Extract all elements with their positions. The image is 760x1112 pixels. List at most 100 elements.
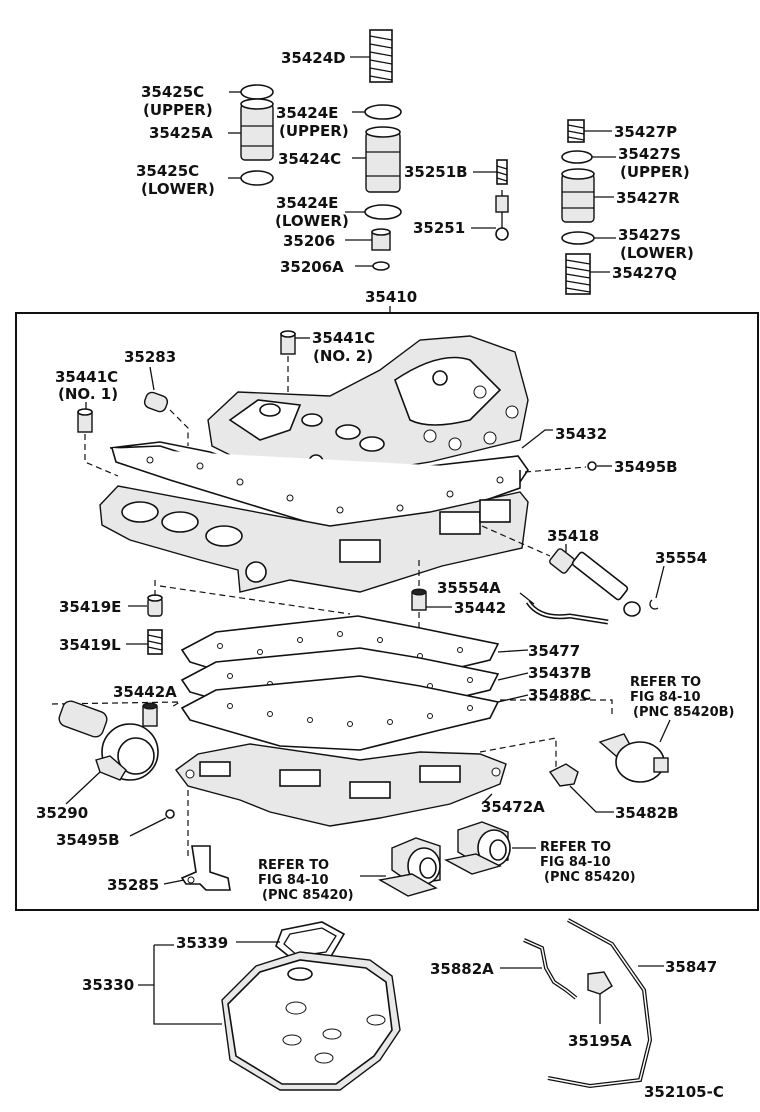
assembly-frame bbox=[15, 312, 759, 911]
label-35427p: 35427P bbox=[614, 123, 677, 141]
label-35427s-upper: 35427S bbox=[618, 145, 681, 163]
label-35495b-bottom: 35495B bbox=[56, 831, 120, 849]
plug-35206 bbox=[371, 228, 391, 251]
label-35847: 35847 bbox=[665, 958, 717, 976]
spring-35427p bbox=[567, 119, 585, 143]
label-35432: 35432 bbox=[555, 425, 607, 443]
label-35339: 35339 bbox=[176, 934, 228, 952]
housing-35472a bbox=[175, 743, 507, 827]
label-35427s-lower-note: (LOWER) bbox=[620, 244, 694, 262]
valve-35419e bbox=[147, 594, 163, 617]
label-35424e-upper-note: (UPPER) bbox=[279, 122, 349, 140]
ref-85420b-line2: FIG 84-10 bbox=[630, 690, 701, 705]
ring-35425c-upper bbox=[240, 84, 274, 100]
spring-35251b bbox=[496, 159, 508, 185]
rod-35554a bbox=[525, 600, 609, 625]
spring-35424d bbox=[369, 29, 393, 83]
label-35427s-lower: 35427S bbox=[618, 226, 681, 244]
bolt-35441c-no1 bbox=[77, 408, 93, 433]
label-35427s-upper-note: (UPPER) bbox=[620, 163, 690, 181]
pin-35283 bbox=[143, 391, 169, 413]
solenoid-35290 bbox=[58, 700, 159, 781]
ref-85420-left-line2: FIG 84-10 bbox=[258, 873, 329, 888]
label-35419e: 35419E bbox=[59, 598, 121, 616]
ref-85420b-line3: (PNC 85420B) bbox=[633, 705, 735, 720]
label-35206: 35206 bbox=[283, 232, 335, 250]
sleeve-35425a bbox=[240, 98, 274, 161]
strainer-35330 bbox=[221, 951, 401, 1091]
label-35442: 35442 bbox=[454, 599, 506, 617]
ring-35424e-lower bbox=[364, 204, 402, 220]
valve-35418 bbox=[549, 548, 641, 617]
ball-35495b-bottom bbox=[165, 809, 175, 819]
bolt-35442a bbox=[142, 702, 158, 727]
label-35441c-no1-note: (NO. 1) bbox=[58, 385, 118, 403]
plate-35488c bbox=[180, 675, 500, 751]
label-35425c-lower: 35425C bbox=[136, 162, 199, 180]
ref-85420-left-line1: REFER TO bbox=[258, 858, 329, 873]
label-35425c-upper: 35425C bbox=[141, 83, 204, 101]
label-35554a: 35554A bbox=[437, 579, 501, 597]
solenoid-85420b bbox=[598, 733, 669, 783]
ring-35424e-upper bbox=[364, 104, 402, 120]
solenoid-85420-left bbox=[377, 837, 441, 897]
label-35482b: 35482B bbox=[615, 804, 679, 822]
label-35418: 35418 bbox=[547, 527, 599, 545]
label-35330: 35330 bbox=[82, 976, 134, 994]
sleeve-35427r bbox=[561, 168, 595, 223]
tube-35847 bbox=[547, 918, 653, 1089]
label-35882a: 35882A bbox=[430, 960, 494, 978]
ring-35425c-lower bbox=[240, 170, 274, 186]
label-35437b: 35437B bbox=[528, 664, 592, 682]
upper-valve-body bbox=[207, 335, 529, 479]
bolt-35441c-no2 bbox=[280, 330, 296, 355]
ring-35427s-upper bbox=[561, 150, 593, 164]
label-35488c: 35488C bbox=[528, 686, 591, 704]
diagram-code: 352105-C bbox=[644, 1083, 724, 1101]
label-35419l: 35419L bbox=[59, 636, 121, 654]
label-35290: 35290 bbox=[36, 804, 88, 822]
label-35425a: 35425A bbox=[149, 124, 213, 142]
bracket-35285 bbox=[180, 845, 231, 891]
label-35251: 35251 bbox=[413, 219, 465, 237]
lower-valve-body bbox=[99, 485, 529, 593]
ring-35206a bbox=[372, 261, 390, 271]
label-35195a: 35195A bbox=[568, 1032, 632, 1050]
spring-35419l bbox=[147, 629, 163, 655]
label-35424d: 35424D bbox=[281, 49, 346, 67]
label-35495b-top: 35495B bbox=[614, 458, 678, 476]
label-35424e-upper: 35424E bbox=[276, 104, 338, 122]
sleeve-35424c bbox=[365, 126, 401, 193]
label-assembly-35410: 35410 bbox=[365, 288, 417, 306]
label-35206a: 35206A bbox=[280, 258, 344, 276]
label-35283: 35283 bbox=[124, 348, 176, 366]
clamp-35195a bbox=[587, 971, 613, 1004]
label-35425c-lower-note: (LOWER) bbox=[141, 180, 215, 198]
spring-35427q bbox=[565, 253, 591, 295]
label-35477: 35477 bbox=[528, 642, 580, 660]
valve-35251 bbox=[495, 190, 509, 241]
label-35441c-no1: 35441C bbox=[55, 368, 118, 386]
label-35427q: 35427Q bbox=[612, 264, 677, 282]
label-35442a: 35442A bbox=[113, 683, 177, 701]
tube-35882a bbox=[523, 938, 578, 1000]
label-35424e-lower: 35424E bbox=[276, 194, 338, 212]
ref-85420-right-line3: (PNC 85420) bbox=[544, 870, 636, 885]
ball-35495b-top bbox=[587, 461, 597, 471]
label-35441c-no2-note: (NO. 2) bbox=[313, 347, 373, 365]
label-35554: 35554 bbox=[655, 549, 707, 567]
label-35424e-lower-note: (LOWER) bbox=[275, 212, 349, 230]
label-35472a: 35472A bbox=[481, 798, 545, 816]
bolt-35442 bbox=[411, 588, 427, 611]
bracket-35482b bbox=[548, 763, 579, 787]
solenoid-85420-right bbox=[443, 821, 511, 875]
label-35425c-upper-note: (UPPER) bbox=[143, 101, 213, 119]
clip-35554 bbox=[649, 599, 659, 610]
label-35251b: 35251B bbox=[404, 163, 468, 181]
label-35441c-no2: 35441C bbox=[312, 329, 375, 347]
label-35285: 35285 bbox=[107, 876, 159, 894]
ref-85420-right-line1: REFER TO bbox=[540, 840, 611, 855]
ref-85420-left-line3: (PNC 85420) bbox=[262, 888, 354, 903]
label-35424c: 35424C bbox=[278, 150, 341, 168]
